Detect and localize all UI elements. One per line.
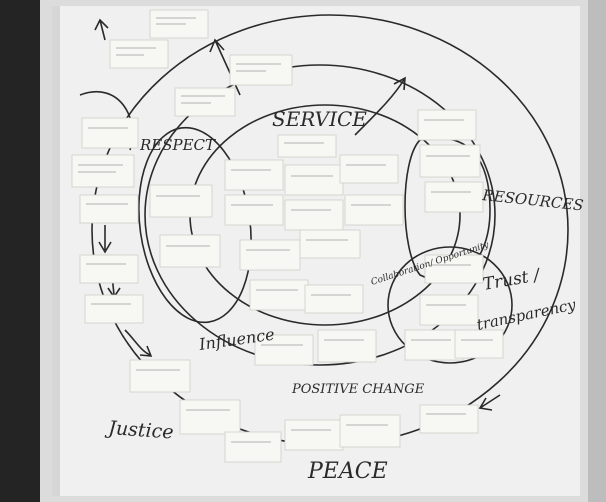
sticky-note bbox=[339, 414, 401, 448]
sticky-note bbox=[84, 294, 144, 324]
arrow-up-left bbox=[94, 18, 109, 41]
sticky-note bbox=[404, 329, 464, 361]
label-justice: Justice bbox=[104, 417, 175, 444]
sticky-notes bbox=[71, 9, 504, 463]
sticky-note bbox=[71, 154, 135, 188]
sticky-note bbox=[149, 184, 213, 218]
sticky-note bbox=[284, 164, 344, 196]
wall-left-dark bbox=[0, 0, 40, 502]
sticky-note bbox=[239, 239, 301, 271]
wall-right-light bbox=[585, 0, 606, 502]
sticky-note bbox=[109, 39, 169, 69]
arrow-down-1 bbox=[98, 225, 112, 254]
sticky-note bbox=[224, 194, 284, 226]
label-service: SERVICE bbox=[272, 107, 367, 131]
sticky-note bbox=[304, 284, 364, 314]
sticky-note bbox=[79, 254, 139, 284]
sticky-note bbox=[284, 419, 344, 451]
sticky-note bbox=[179, 399, 241, 435]
sticky-note bbox=[317, 329, 377, 363]
sticky-note bbox=[224, 431, 282, 463]
sticky-note bbox=[81, 117, 139, 149]
sticky-note bbox=[284, 199, 344, 231]
sticky-note bbox=[254, 334, 314, 366]
sticky-note bbox=[174, 87, 236, 117]
sticky-note bbox=[417, 109, 477, 141]
sticky-note bbox=[344, 194, 404, 226]
sticky-note bbox=[419, 294, 479, 326]
sticky-note bbox=[424, 181, 484, 213]
sticky-note bbox=[277, 134, 337, 158]
arrow-up-center bbox=[209, 38, 241, 96]
label-positive-change: POSITIVE CHANGE bbox=[291, 382, 425, 397]
sticky-note bbox=[229, 54, 293, 86]
sticky-note bbox=[454, 329, 504, 359]
label-peace: PEACE bbox=[307, 459, 388, 484]
arrow-down-3 bbox=[124, 329, 153, 357]
label-respect: RESPECT bbox=[139, 136, 216, 154]
sticky-note bbox=[419, 144, 481, 178]
sticky-note bbox=[129, 359, 191, 393]
sticky-note bbox=[79, 194, 139, 224]
sticky-note bbox=[339, 154, 399, 184]
sticky-note bbox=[424, 254, 484, 284]
sticky-note bbox=[419, 404, 479, 434]
sticky-note bbox=[249, 279, 309, 311]
sticky-note bbox=[159, 234, 221, 268]
arrow-bottom-right bbox=[478, 394, 501, 411]
sticky-note bbox=[224, 159, 284, 191]
arrow-up-right bbox=[354, 76, 406, 136]
positive-change-circle bbox=[144, 64, 496, 366]
trust-loop bbox=[387, 246, 513, 364]
sticky-note bbox=[299, 229, 361, 259]
whiteboard-left-edge bbox=[52, 6, 60, 496]
